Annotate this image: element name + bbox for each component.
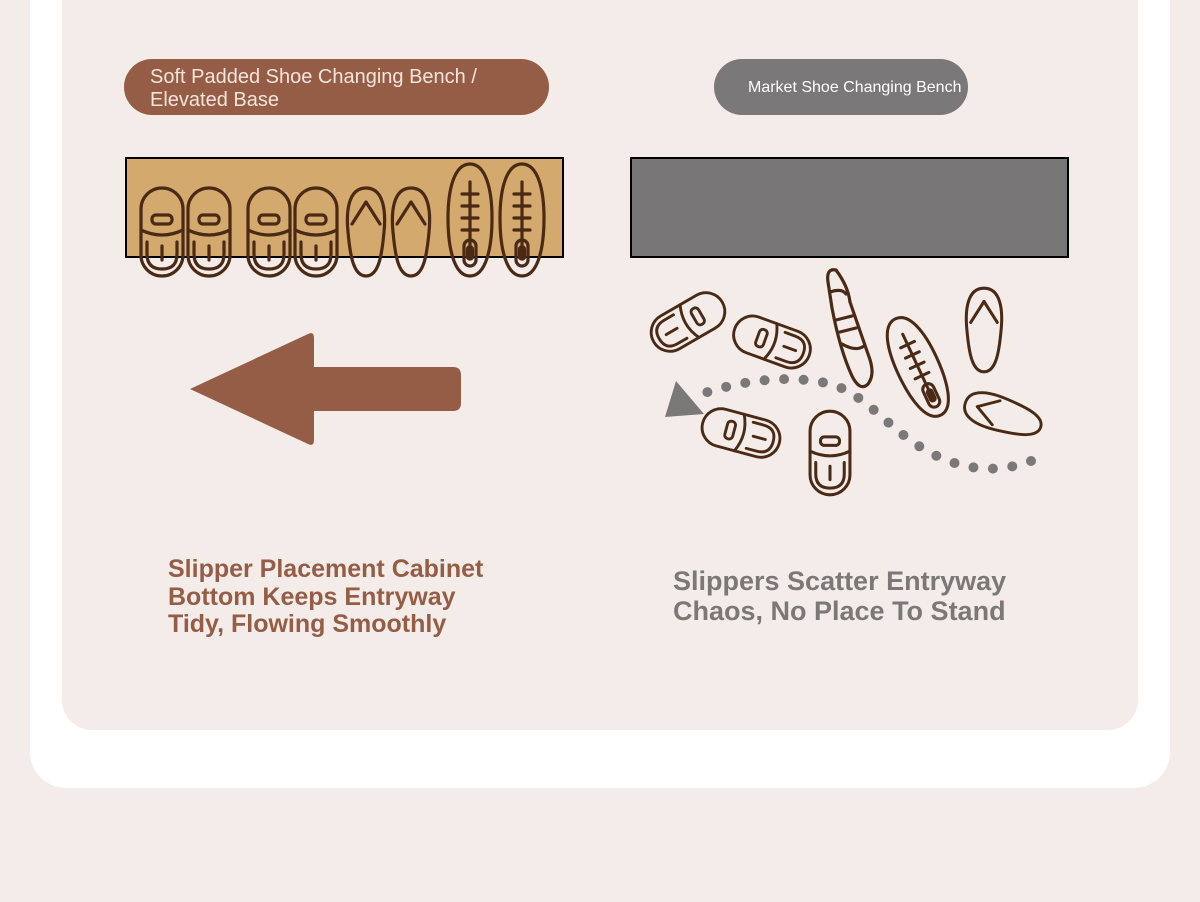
left-caption: Slipper Placement Cabinet Bottom Keeps E… xyxy=(168,555,484,638)
slipper-icon xyxy=(642,284,734,360)
arrowhead-icon xyxy=(665,381,704,417)
right-badge: Market Shoe Changing Bench xyxy=(714,59,968,115)
flip-flop-icon xyxy=(958,385,1048,445)
comparison-card xyxy=(62,0,1138,730)
left-badge-label: Soft Padded Shoe Changing Bench / Elevat… xyxy=(150,66,477,111)
flip-flop-icon xyxy=(964,286,1004,374)
sneaker-icon xyxy=(498,162,546,278)
sneaker-icon xyxy=(875,308,961,426)
right-shoe-rack xyxy=(630,157,1069,258)
arrow-left-icon xyxy=(190,333,461,445)
slipper-icon xyxy=(696,403,786,463)
right-caption: Slippers Scatter Entryway Chaos, No Plac… xyxy=(673,566,1007,626)
slipper-icon xyxy=(808,409,852,497)
left-badge: Soft Padded Shoe Changing Bench / Elevat… xyxy=(124,59,549,115)
slipper-icon xyxy=(186,186,232,278)
dress-shoe-icon xyxy=(826,268,874,389)
slipper-icon xyxy=(139,186,185,278)
slipper-icon xyxy=(726,309,818,375)
flip-flop-icon xyxy=(390,186,432,278)
slipper-icon xyxy=(246,186,292,278)
dotted-arrow-icon xyxy=(691,374,1036,474)
slipper-icon xyxy=(293,186,339,278)
sneaker-icon xyxy=(446,162,494,278)
flip-flop-icon xyxy=(345,186,387,278)
right-badge-label: Market Shoe Changing Bench xyxy=(748,79,962,96)
